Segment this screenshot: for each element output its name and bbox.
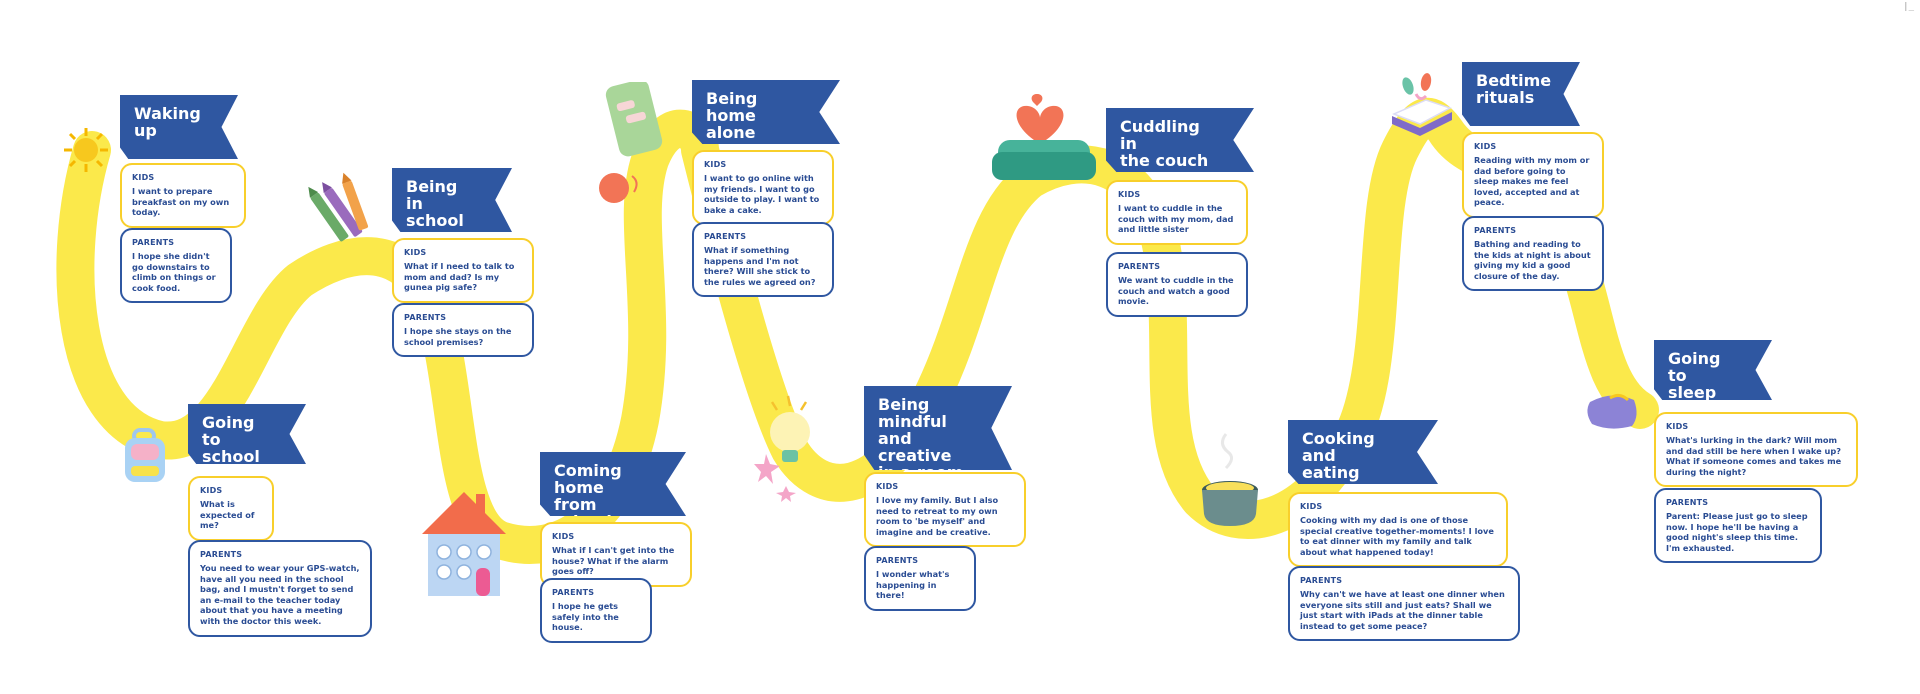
couch-heart-icon — [992, 94, 1096, 180]
parents-card-coming-home-from-school: PARENTS I hope he gets safely into the ho… — [540, 578, 652, 643]
kids-quote: Reading with my mom or dad before going … — [1474, 155, 1590, 208]
parents-quote: I hope she stays on the school premises? — [404, 326, 512, 347]
kids-quote: What if I can't get into the house? What… — [552, 545, 675, 577]
station-flag-coming-home-from-school: Coming home from school — [540, 452, 686, 516]
kids-label: KIDS — [404, 248, 427, 257]
station-title: Cuddling in the couch — [1120, 117, 1209, 170]
kids-label: KIDS — [132, 173, 155, 182]
pillow-icon — [1587, 393, 1637, 429]
parents-quote: I hope he gets safely into the house. — [552, 601, 619, 633]
parents-label: PARENTS — [132, 238, 175, 247]
station-title: Coming home from school — [554, 461, 622, 516]
parents-card-bedtime-rituals: PARENTS Bathing and reading to the kids a… — [1462, 216, 1604, 292]
parents-card-going-to-school: PARENTS You need to wear your GPS-watch, … — [188, 540, 372, 637]
parents-quote: Bathing and reading to the kids at night… — [1474, 239, 1591, 281]
station-title: Cooking and eating — [1302, 429, 1375, 482]
kids-quote: I want to go online with my friends. I w… — [704, 173, 820, 215]
station-title: Waking up — [134, 104, 201, 140]
phone-icon — [605, 82, 663, 157]
parents-label: PARENTS — [1118, 262, 1161, 271]
parents-quote: Parent: Please just go to sleep now. I h… — [1666, 511, 1808, 553]
lightbulb-icon — [754, 395, 810, 502]
station-flag-bedtime-rituals: Bedtime rituals — [1462, 62, 1580, 126]
station-title: Bedtime rituals — [1476, 71, 1552, 107]
crayons-icon — [308, 172, 369, 242]
kids-quote: What if I need to talk to mom and dad? I… — [404, 261, 515, 293]
parents-label: PARENTS — [1300, 576, 1343, 585]
station-flag-cooking-and-eating: Cooking and eating — [1288, 420, 1438, 484]
kids-card-being-in-school: KIDS What if I need to talk to mom and da… — [392, 238, 534, 303]
parents-card-cooking-and-eating: PARENTS Why can't we have at least one di… — [1288, 566, 1520, 642]
station-flag-going-to-school: Going to school — [188, 404, 306, 464]
parents-card-waking-up: PARENTS I hope she didn't go downstairs t… — [120, 228, 232, 304]
station-title: Going to sleep — [1668, 349, 1721, 402]
kids-label: KIDS — [876, 482, 899, 491]
station-flag-waking-up: Waking up — [120, 95, 238, 159]
station-flag-being-in-school: Being in school — [392, 168, 512, 232]
parents-label: PARENTS — [876, 556, 919, 565]
pot-icon — [1202, 433, 1258, 526]
kids-card-being-home-alone: KIDS I want to go online with my friends.… — [692, 150, 834, 226]
station-flag-being-home-alone: Being home alone — [692, 80, 840, 144]
kids-label: KIDS — [1300, 502, 1323, 511]
kids-label: KIDS — [1118, 190, 1141, 199]
backpack-icon — [125, 428, 165, 482]
station-title: Being home alone — [706, 89, 758, 142]
kids-label: KIDS — [200, 486, 223, 495]
parents-card-being-mindful-and-creative-in-a-room: PARENTS I wonder what's happening in ther… — [864, 546, 976, 611]
corner-mark: |_ — [1903, 2, 1914, 12]
parents-card-being-in-school: PARENTS I hope she stays on the school pr… — [392, 303, 534, 358]
parents-quote: I wonder what's happening in there! — [876, 569, 950, 601]
parents-card-being-home-alone: PARENTS What if something happens and I'm… — [692, 222, 834, 298]
kids-quote: I want to prepare breakfast on my own to… — [132, 186, 230, 218]
parents-card-going-to-sleep: PARENTS Parent: Please just go to sleep n… — [1654, 488, 1822, 564]
kids-quote: I love my family. But I also need to ret… — [876, 495, 999, 537]
parents-label: PARENTS — [704, 232, 747, 241]
house-icon — [422, 492, 506, 596]
parents-label: PARENTS — [1666, 498, 1709, 507]
station-flag-being-mindful-and-creative-in-a-room: Being mindful and creative in a room — [864, 386, 1012, 470]
kids-card-bedtime-rituals: KIDS Reading with my mom or dad before go… — [1462, 132, 1604, 218]
sun-icon — [64, 128, 108, 172]
parents-label: PARENTS — [552, 588, 595, 597]
station-flag-cuddling-in-the-couch: Cuddling in the couch — [1106, 108, 1254, 172]
kids-label: KIDS — [704, 160, 727, 169]
kids-label: KIDS — [552, 532, 575, 541]
station-flag-going-to-sleep: Going to sleep — [1654, 340, 1772, 400]
ball-icon — [599, 173, 638, 203]
kids-card-waking-up: KIDS I want to prepare breakfast on my ow… — [120, 163, 246, 228]
parents-label: PARENTS — [200, 550, 243, 559]
parents-card-cuddling-in-the-couch: PARENTS We want to cuddle in the couch an… — [1106, 252, 1248, 317]
kids-card-going-to-school: KIDS What is expected of me? — [188, 476, 274, 541]
kids-quote: What's lurking in the dark? Will mom and… — [1666, 435, 1842, 477]
station-title: Being mindful and creative in a room — [878, 395, 963, 470]
station-title: Going to school — [202, 413, 260, 466]
kids-quote: What is expected of me? — [200, 499, 255, 531]
kids-card-cooking-and-eating: KIDS Cooking with my dad is one of those … — [1288, 492, 1508, 568]
parents-quote: What if something happens and I'm not th… — [704, 245, 816, 287]
parents-quote: I hope she didn't go downstairs to climb… — [132, 251, 216, 293]
kids-card-being-mindful-and-creative-in-a-room: KIDS I love my family. But I also need to… — [864, 472, 1026, 548]
parents-quote: You need to wear your GPS-watch, have al… — [200, 563, 360, 626]
parents-label: PARENTS — [1474, 226, 1517, 235]
parents-quote: We want to cuddle in the couch and watch… — [1118, 275, 1234, 307]
parents-label: PARENTS — [404, 313, 447, 322]
station-title: Being in school — [406, 177, 464, 230]
kids-quote: Cooking with my dad is one of those spec… — [1300, 515, 1494, 557]
parents-quote: Why can't we have at least one dinner wh… — [1300, 589, 1505, 631]
kids-card-cuddling-in-the-couch: KIDS I want to cuddle in the couch with m… — [1106, 180, 1248, 245]
book-icon — [1392, 73, 1452, 136]
kids-label: KIDS — [1474, 142, 1497, 151]
kids-quote: I want to cuddle in the couch with my mo… — [1118, 203, 1234, 235]
kids-card-going-to-sleep: KIDS What's lurking in the dark? Will mom… — [1654, 412, 1858, 488]
kids-label: KIDS — [1666, 422, 1689, 431]
